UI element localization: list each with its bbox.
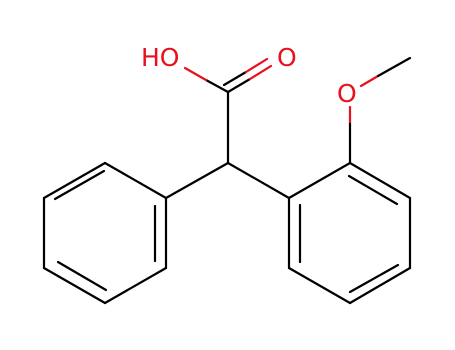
bond-o-methyl-carbon-part (376, 56, 412, 78)
phenyl-bond-5 (42, 161, 107, 200)
carboxyl-group: HO O (141, 43, 297, 165)
carbonyl-oxygen-label: O (277, 43, 297, 72)
phenyl-ring (42, 161, 168, 305)
bond-c-double-o-outer-oxygen-part (244, 57, 269, 74)
methoxy-group: O (337, 56, 412, 165)
bond-c-double-o-inner-carbon-part (226, 77, 252, 94)
aryl-bond-1 (287, 161, 352, 200)
aryl-bond-4 (348, 266, 412, 305)
phenyl-inner-double-2 (56, 260, 108, 292)
bond-ch-methoxyphenyl (226, 161, 291, 200)
aryl-inner-double-2 (348, 263, 400, 294)
ether-oxygen-label: O (337, 79, 357, 108)
bond-ch-phenyl (164, 161, 230, 200)
bond-c-double-o-inner-oxygen-part (248, 64, 273, 81)
bond-c-double-o-outer-carbon-part (222, 70, 248, 87)
aryl-bond-2 (348, 161, 412, 200)
hydroxyl-label: HO (141, 43, 179, 72)
phenyl-inner-double-3 (53, 169, 106, 201)
phenyl-bond-6 (103, 161, 168, 200)
phenyl-bond-2 (103, 266, 168, 305)
bond-o-methyl-oxygen-part (359, 74, 380, 88)
phenyl-bond-3 (42, 266, 107, 305)
bond-c-oh-carbon-part (204, 78, 230, 94)
aryl-inner-double-1 (347, 174, 399, 206)
methoxyphenyl-ring (287, 161, 412, 305)
aryl-bond-5 (287, 266, 352, 305)
bond-c-oh-oxygen-part (183, 66, 208, 82)
